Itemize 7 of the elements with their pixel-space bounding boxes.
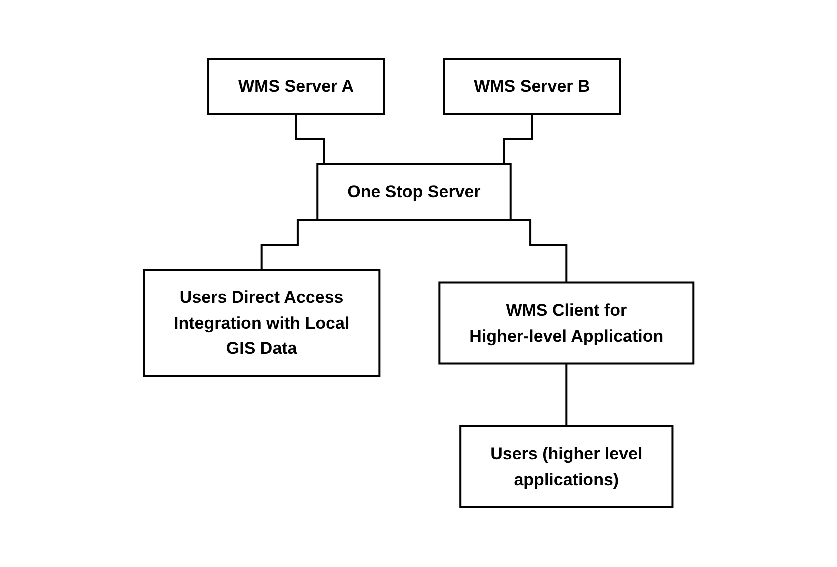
node-box: WMS Client for Higher-level Application — [438, 282, 694, 365]
node-box: WMS Server B — [442, 58, 621, 116]
node-box: One Stop Server — [316, 164, 512, 222]
node-box: Users Direct Access Integration with Local GIS Data — [142, 269, 380, 378]
node-box: Users (higher level applications) — [459, 426, 674, 509]
connector — [565, 363, 568, 428]
node-box: WMS Server A — [207, 58, 385, 116]
